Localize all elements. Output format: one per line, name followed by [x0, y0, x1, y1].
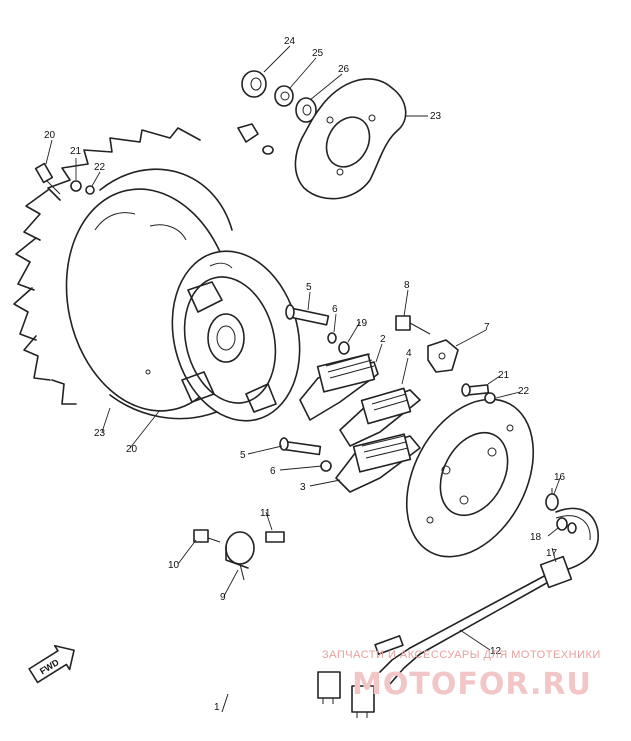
callout-6-lower: 6	[270, 466, 276, 477]
coil-2	[299, 353, 379, 421]
nut-25	[241, 70, 267, 98]
washer-23	[85, 185, 95, 195]
magneto-rotor-drum	[171, 250, 301, 422]
coil-3	[335, 433, 421, 493]
screw-18	[461, 383, 490, 397]
callout-22: 21	[70, 146, 82, 157]
leader-lines	[45, 45, 561, 651]
callout-3: 3	[300, 482, 306, 493]
screw-5-lower	[279, 437, 322, 456]
cover-plate-24	[294, 78, 407, 200]
grommet-14	[539, 555, 573, 589]
callout-10: 10	[168, 560, 180, 571]
callout-numbers: 24 25 26 23 20 21 22 5 6 19 8 7 2 4 21 2…	[44, 36, 566, 713]
bolt-21	[34, 162, 61, 195]
callout-26: 25	[312, 48, 324, 59]
callout-25: 24	[284, 36, 296, 47]
callout-9: 9	[220, 592, 226, 603]
callout-6-upper: 6	[332, 304, 338, 315]
callout-14: 17	[546, 548, 558, 559]
washer-26	[274, 85, 294, 107]
condenser-9	[225, 531, 255, 581]
callout-2: 2	[380, 334, 386, 345]
callout-16: 19	[356, 318, 368, 329]
callout-21: 20	[44, 130, 56, 141]
callout-11: 11	[260, 508, 271, 519]
wire-harness-12	[374, 507, 599, 685]
callout-5-lower: 5	[240, 450, 246, 461]
watermark-tagline: ЗАПЧАСТИ И АКСЕССУАРЫ ДЛЯ МОТОТЕХНИКИ	[322, 649, 601, 661]
washer-27	[295, 97, 317, 123]
callout-12: 12	[490, 646, 502, 657]
screw-10	[193, 529, 221, 543]
callout-8: 8	[404, 280, 410, 291]
stator-base-plate	[405, 398, 535, 558]
callout-20: 23	[94, 428, 106, 439]
screw-8	[395, 315, 431, 335]
callout-13: 16	[554, 472, 566, 483]
small-key-part	[237, 123, 274, 155]
callout-4: 4	[406, 348, 412, 359]
callout-19: 22	[518, 386, 530, 397]
flywheel-fan-fins	[13, 127, 201, 405]
watermark-logo: MOTOFOR.RU	[352, 667, 592, 702]
terminal-15	[556, 517, 577, 534]
callout-27: 26	[338, 64, 350, 75]
terminal-7	[427, 339, 459, 373]
callout-18: 21	[498, 370, 510, 381]
clip-11	[265, 531, 285, 543]
terminal-13	[545, 488, 559, 511]
callout-17: 20	[126, 444, 138, 455]
callout-5-upper: 5	[306, 282, 312, 293]
connectors	[317, 671, 375, 718]
callout-24: 23	[430, 111, 442, 122]
callout-7: 7	[484, 322, 490, 333]
callout-1: 1	[214, 702, 220, 713]
watermark: ЗАПЧАСТИ И АКСЕССУАРЫ ДЛЯ МОТОТЕХНИКИ MO…	[322, 649, 601, 702]
callout-23: 22	[94, 162, 106, 173]
screw-5-upper	[285, 304, 330, 326]
coil-4	[339, 387, 421, 447]
fwd-arrow-icon: FWD	[28, 644, 75, 684]
part-1-lead-stub	[221, 693, 229, 713]
washer-22	[70, 180, 82, 192]
callout-15: 18	[530, 532, 542, 543]
